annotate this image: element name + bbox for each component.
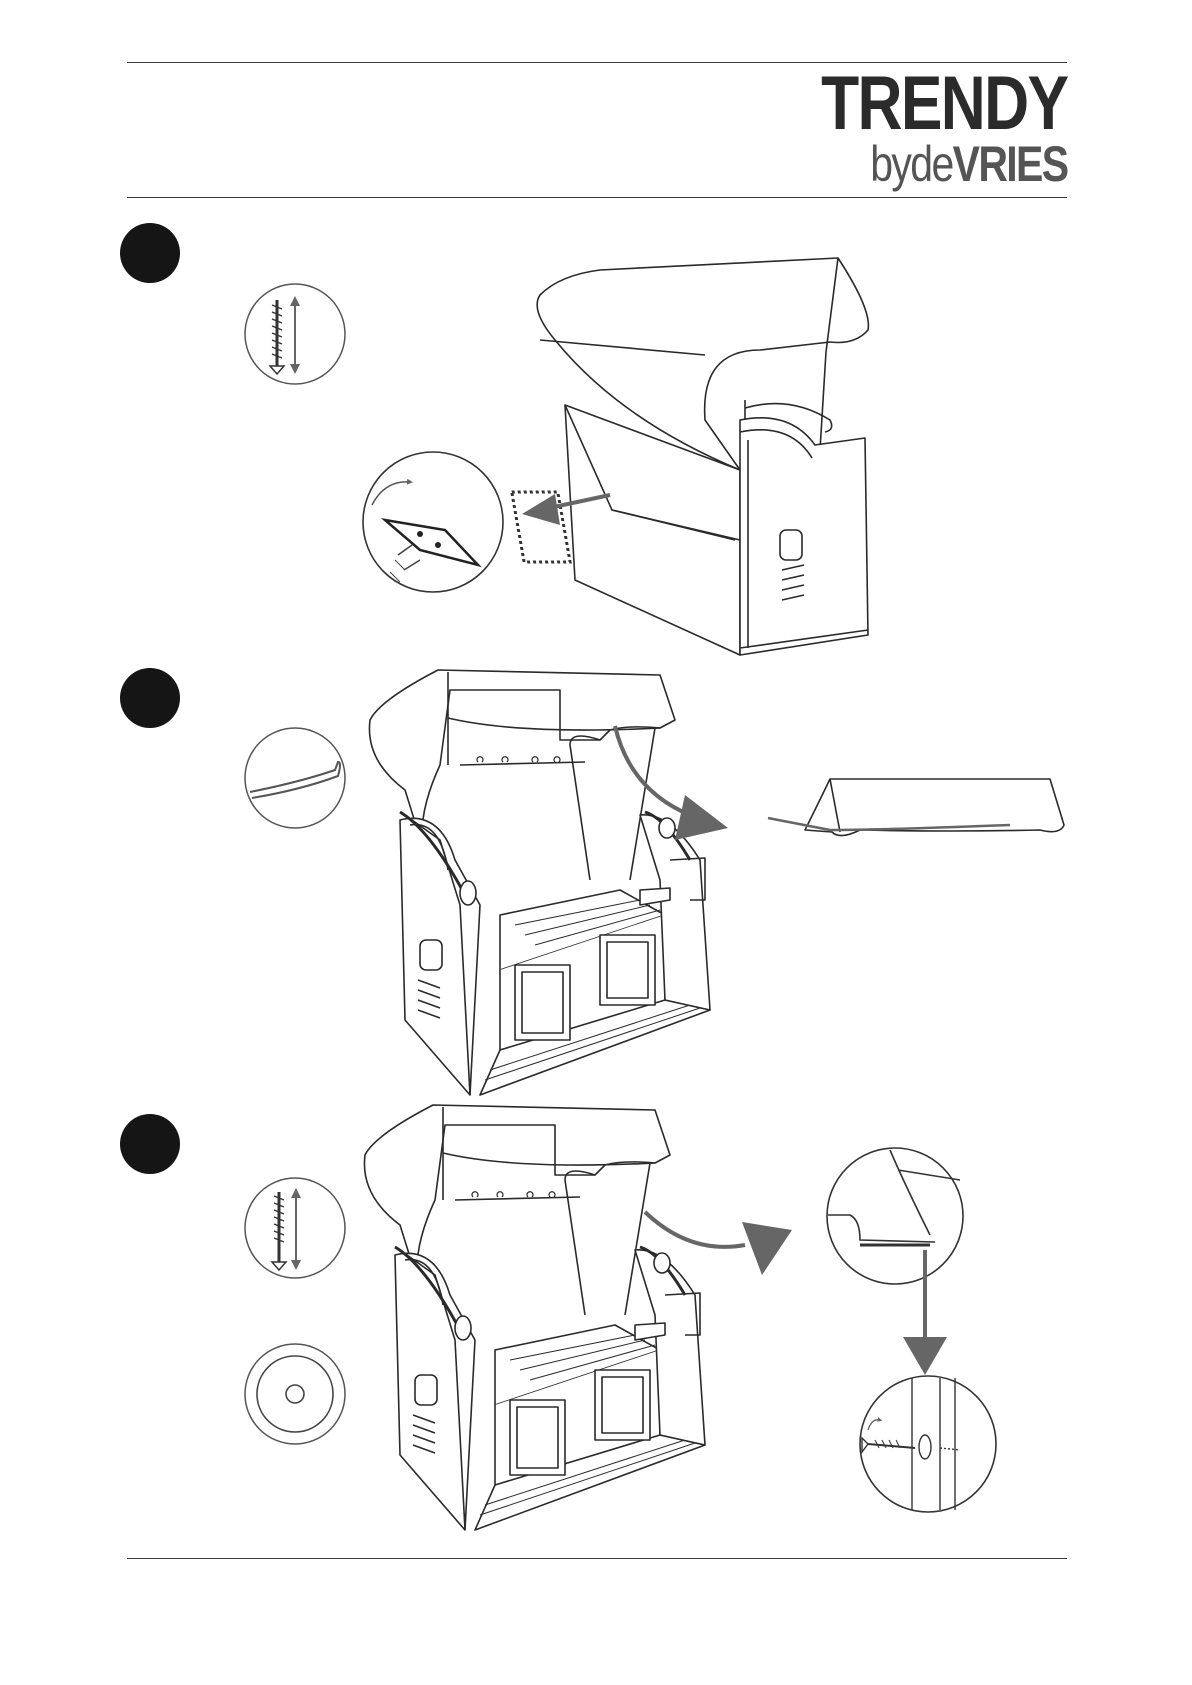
step-1-tool-screw	[245, 284, 345, 384]
screw-icon	[270, 300, 284, 374]
step-2-removed-panel	[768, 779, 1064, 836]
step-1-arrow-head	[522, 494, 560, 525]
hex-key-icon	[250, 762, 340, 798]
step-3-detail-top	[827, 1148, 963, 1284]
step-1-chair	[537, 258, 868, 655]
step-3-tool-screw	[245, 1178, 345, 1278]
step-3-arrow	[645, 1212, 745, 1247]
step-3-arrow-head	[742, 1222, 792, 1275]
step-2-tool-hex-key	[245, 728, 345, 828]
screw-icon	[272, 1192, 286, 1270]
step-3-chair	[364, 1105, 705, 1530]
step-2-arrow-head	[675, 795, 728, 840]
length-arrow-icon	[290, 296, 300, 374]
step-1-detail-bracket	[363, 452, 570, 592]
step-3-tool-washer	[245, 1344, 345, 1444]
step-3-down-arrow-head	[903, 1337, 947, 1375]
washer-icon	[257, 1356, 333, 1432]
step-2-chair	[369, 670, 710, 1095]
step-3-detail-bottom	[860, 1376, 996, 1512]
length-arrow-icon	[291, 1188, 301, 1270]
